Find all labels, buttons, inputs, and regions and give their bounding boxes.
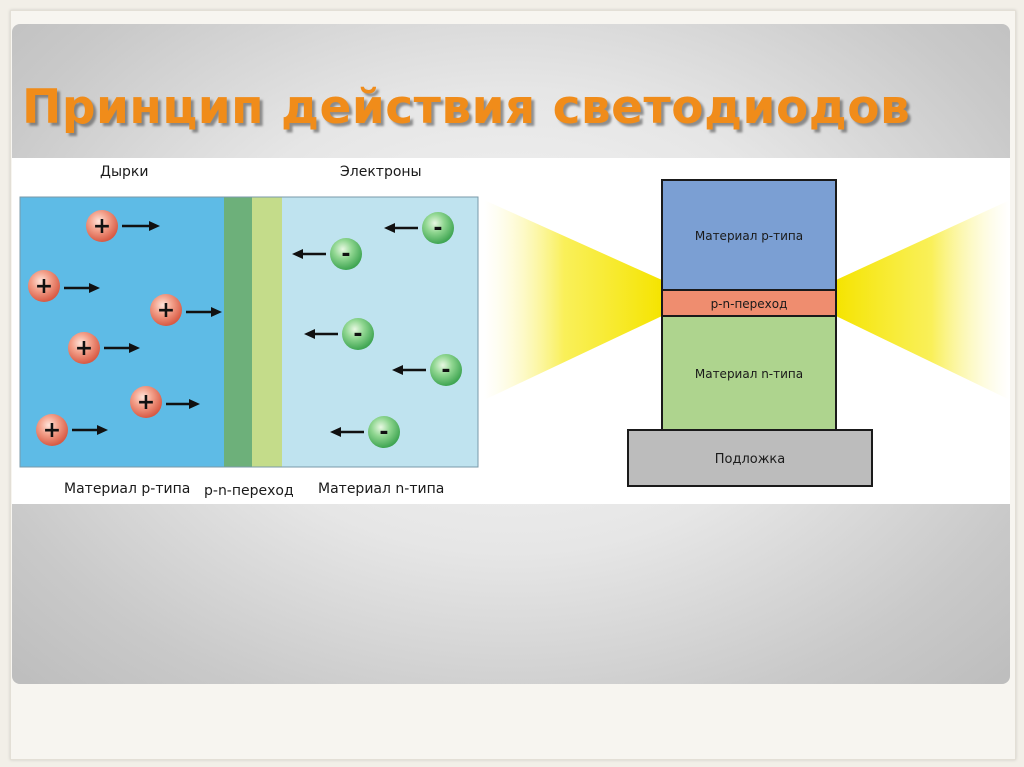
hole-carrier: + bbox=[86, 210, 160, 242]
electron-carrier: - bbox=[292, 238, 362, 270]
pn-junction-layer-label: p-n-переход bbox=[711, 297, 788, 311]
hole-carrier: + bbox=[150, 294, 222, 326]
minus-sign: - bbox=[441, 358, 450, 383]
substrate-layer-label: Подложка bbox=[715, 452, 786, 467]
hole-carrier: + bbox=[28, 270, 100, 302]
electron-carrier: - bbox=[392, 354, 462, 386]
plus-sign: + bbox=[157, 298, 175, 323]
electron-carrier: - bbox=[330, 416, 400, 448]
n-type-layer bbox=[661, 315, 837, 431]
minus-sign: - bbox=[379, 420, 388, 445]
hole-carrier: + bbox=[36, 414, 108, 446]
plus-sign: + bbox=[43, 418, 61, 443]
pn-junction-layer bbox=[661, 289, 837, 317]
minus-sign: - bbox=[353, 322, 362, 347]
hole-carrier: + bbox=[130, 386, 200, 418]
plus-sign: + bbox=[137, 390, 155, 415]
p-material-label: Материал p-типа bbox=[64, 481, 191, 497]
minus-sign: - bbox=[433, 216, 442, 241]
n-type-layer-label: Материал n-типа bbox=[695, 367, 803, 381]
hole-carrier: + bbox=[68, 332, 140, 364]
holes-label: Дырки bbox=[100, 164, 149, 180]
electron-carrier: - bbox=[304, 318, 374, 350]
p-type-layer-label: Материал p-типа bbox=[695, 229, 803, 243]
pn-junction-diagram: + + + + + + - - bbox=[19, 196, 479, 468]
plus-sign: + bbox=[35, 274, 53, 299]
n-material-label: Материал n-типа bbox=[318, 481, 445, 497]
junction-dark-band bbox=[224, 197, 252, 467]
slide-title: Принцип действия светодиодов bbox=[22, 80, 911, 135]
junction-label: p-n-переход bbox=[204, 483, 294, 499]
substrate-layer bbox=[627, 429, 873, 487]
led-structure-diagram: Материал p-типа p-n-переход Материал n-т… bbox=[484, 179, 1010, 487]
electrons-label: Электроны bbox=[340, 164, 422, 180]
electron-carrier: - bbox=[384, 212, 454, 244]
diagram-border bbox=[19, 196, 479, 468]
light-beam-left bbox=[484, 200, 662, 400]
minus-sign: - bbox=[341, 242, 350, 267]
junction-light-band bbox=[252, 197, 282, 467]
plus-sign: + bbox=[75, 336, 93, 361]
p-type-layer bbox=[661, 179, 837, 291]
light-beam-right bbox=[836, 200, 1010, 400]
plus-sign: + bbox=[93, 214, 111, 239]
